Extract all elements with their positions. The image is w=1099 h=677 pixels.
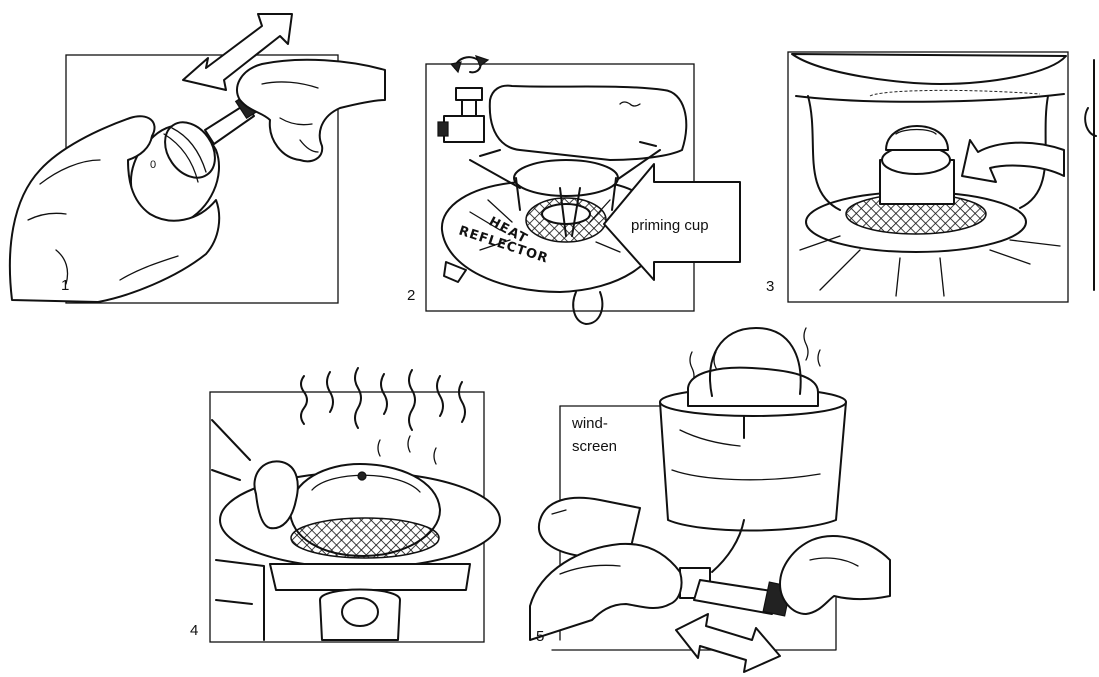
panel-4-number: 4 <box>190 622 198 639</box>
stove-frame-lines <box>211 419 251 481</box>
stove-leg <box>443 261 467 283</box>
pump-direction-arrow <box>182 13 293 91</box>
priming-cup-label: priming cup <box>631 217 709 234</box>
heat-waves <box>689 327 821 385</box>
reflector-shading <box>799 235 1061 297</box>
heat-waves <box>300 367 466 465</box>
panel-1-number: 1 <box>61 277 69 294</box>
fuel-bottle: 0 <box>130 121 221 225</box>
cooking-pot <box>659 327 847 532</box>
cap-center <box>357 471 367 481</box>
pot-support <box>253 460 299 530</box>
panel-3-number: 3 <box>766 278 774 295</box>
right-hand <box>779 535 891 615</box>
fuel-bottle <box>488 84 688 161</box>
pump-assembly <box>679 567 792 617</box>
priming-cup-callout: priming cup <box>603 163 741 281</box>
panel-1-pump-step: 0 1 <box>8 13 386 304</box>
adjust-direction-arrow <box>675 613 781 673</box>
panel-5-number: 5 <box>536 628 544 645</box>
generator-coil <box>869 89 1041 97</box>
panel-edge-partial <box>1084 59 1097 291</box>
left-hand <box>529 542 683 641</box>
panel-4-burning-step: 4 <box>190 367 501 643</box>
left-hand <box>8 115 221 303</box>
panel-2-priming-step: priming cup HEAT REFLECTOR 2 <box>407 55 741 325</box>
right-hand <box>235 58 386 163</box>
panel-3-frame <box>787 51 1069 303</box>
windscreen-label-line1: wind- <box>571 415 608 432</box>
windscreen-label-line2: screen <box>572 438 617 455</box>
pot-rim <box>795 93 1065 103</box>
panel-2-number: 2 <box>407 287 415 304</box>
svg-text:0: 0 <box>150 159 156 171</box>
panel-3-lighting-step: 3 <box>766 51 1069 303</box>
rotate-arrow-icon <box>449 55 490 74</box>
flame-direction-arrow <box>961 139 1065 183</box>
burner-mesh <box>290 517 440 559</box>
stove-burner <box>469 141 661 243</box>
pot-bottom <box>791 53 1067 85</box>
pot-support-ring <box>572 291 604 325</box>
stove-base <box>269 563 471 591</box>
control-valve <box>437 87 485 143</box>
fuel-line <box>711 519 745 573</box>
stove-leg <box>215 559 265 641</box>
burner-head <box>805 125 1027 253</box>
panel-5-adjust-step: wind- screen <box>529 327 891 673</box>
